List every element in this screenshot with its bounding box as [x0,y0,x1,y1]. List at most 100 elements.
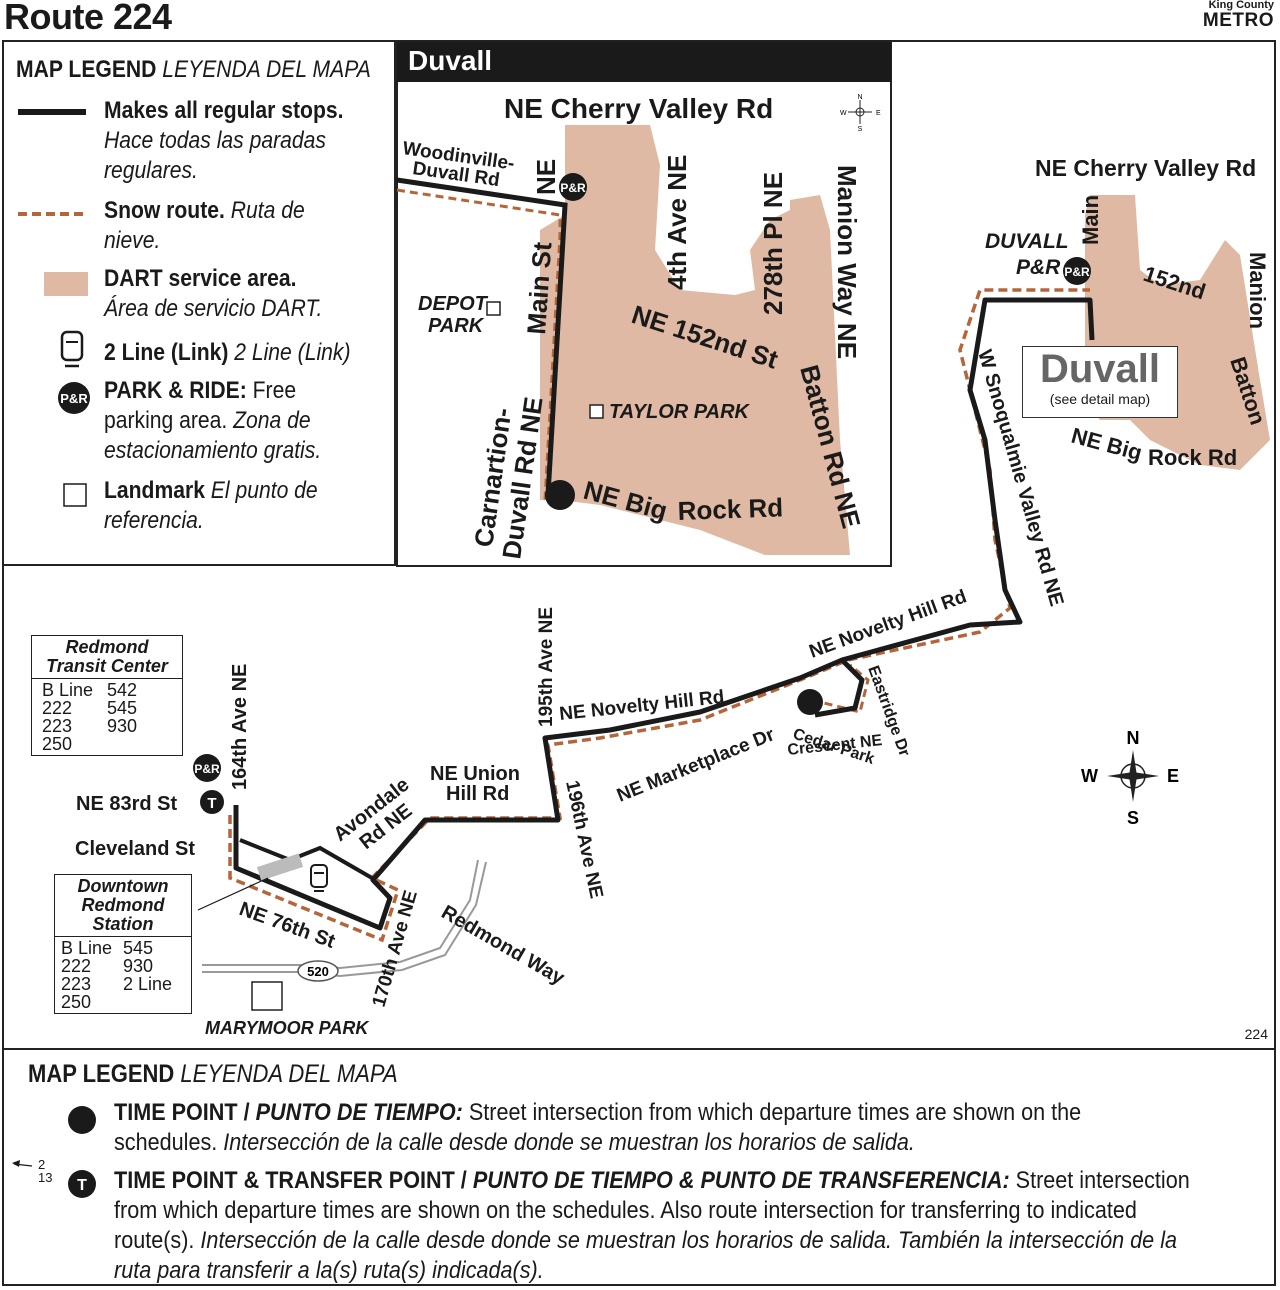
street-195th: 195th Ave NE [536,607,557,727]
duvall-box-subtitle: (see detail map) [1049,391,1151,407]
route-line [233,297,1095,931]
rtc-route: 222 [42,698,73,718]
legend-landmark-es-2: referencia. [104,507,204,534]
tt-title-es: PUNTO DE TIEMPO & PUNTO DE TRANSFERENCIA… [472,1167,1010,1194]
drs-route: 250 [61,992,92,1012]
tp-title-es: PUNTO DE TIEMPO: [255,1099,463,1126]
street-manion: Manion [1245,252,1270,329]
legend-landmark-en: Landmark [104,477,205,504]
drs-routes: B Line 545 222 930 223 2 Line 250 [55,937,191,1013]
rtc-title-2: Transit Center [46,656,168,676]
legend-pr-es-2: estacionamiento gratis. [104,437,322,464]
legend-snow-es-2: nieve. [104,227,161,254]
tt-text: Street intersection [1015,1167,1190,1194]
street-ne83: NE 83rd St [76,793,177,815]
inset-depot-label-1: DEPOT [418,293,489,315]
legend-train-icon [60,330,84,368]
inset-street-main: Main St [521,241,557,336]
inset-snow-route [396,188,562,501]
depot-park-landmark-icon [486,301,501,316]
inset-time-point-icon [545,480,575,510]
duvall-pr-text-2: P&R [1016,256,1061,279]
logo-bottom: METRO [1202,10,1274,31]
rtc-route: 542 [107,680,138,700]
legend-regular-es-1: Hace todas las paradas [104,127,326,154]
drs-title-1: Downtown [77,876,169,896]
rtc-route: 545 [107,698,138,718]
drs-route: 2 Line [123,974,173,994]
dart-service-area [1085,195,1270,470]
legend-landmark-es-1: El punto de [210,477,318,504]
legend-dart-en: DART service area. [104,265,297,292]
street-cleveland: Cleveland St [75,838,195,860]
inset-street-manion: Manion Way NE [832,165,862,359]
transfer-point-icon [200,790,224,814]
tt-text-4-es: ruta para transferir a la(s) ruta(s) ind… [114,1257,544,1284]
legend-pr-en-2: Free [252,377,297,404]
legend-symbols: P&R [18,109,90,507]
legend-transfer-point-icon [68,1170,96,1198]
redmond-transit-center-box: Redmond Transit Center B Line 542 222 54… [31,635,183,756]
legend-transfer-point: TIME POINT & TRANSFER POINT / PUNTO DE T… [114,1166,1230,1286]
hwy-520-label: 520 [307,964,329,979]
redmond-pr-label: P&R [194,762,220,776]
inset-route-line [396,177,568,496]
legend-heading-en: MAP LEGEND [16,56,157,83]
street-cherry: NE Cherry Valley Rd [1035,155,1256,181]
legend-dart-area-icon [44,272,88,296]
downtown-redmond-station-box: Downtown Redmond Station B Line 545 222 … [54,874,192,1014]
example-route-2: 13 [38,1170,53,1185]
street-union-2: Hill Rd [446,783,509,805]
logo-top: King County [1208,0,1274,11]
legend-snow-es-1: Ruta de [230,197,305,224]
street-164th: 164th Ave NE [229,664,251,790]
drs-title-2: Redmond [81,895,165,915]
duvall-detail-box[interactable]: Duvall (see detail map) [1022,346,1178,418]
legend-pr-line2: parking area. [104,407,228,434]
inset-title: Duvall [408,45,492,76]
inset-compass-n: N [857,94,862,101]
inset-street-bigrock-2: Rock Rd [677,492,783,526]
street-170th: 170th Ave NE [369,888,422,1009]
tp-title: TIME POINT / [114,1099,250,1126]
legend-regular-en: Makes all regular stops. [104,97,344,124]
redmond-pr-icon [193,754,221,782]
compass-n: N [1127,728,1140,748]
inset-taylor-label: TAYLOR PARK [609,401,751,423]
legend-pr-text: P&R [60,391,88,406]
rtc-title-1: Redmond [65,637,149,657]
street-redmond-way: Redmond Way [438,901,569,990]
light-rail-icon [310,864,328,892]
compass-w: W [1081,766,1098,786]
legend-snow-en: Snow route. [104,197,225,224]
duvall-pr-label: P&R [1064,265,1090,279]
rtc-route [107,735,172,753]
rtc-route: 250 [42,734,73,754]
map-number: 224 [1244,1026,1268,1042]
street-union-1: NE Union [430,763,520,785]
drs-route: 545 [123,938,154,958]
legend-time-point: TIME POINT / PUNTO DE TIEMPO: Street int… [114,1098,1230,1158]
rtc-route: B Line [42,680,94,700]
legend-pr-es-1: Zona de [233,407,311,434]
inset-title-bar [397,42,891,82]
legend-regular-es-2: regulares. [104,157,198,184]
bottom-legend-heading-en: MAP LEGEND [28,1060,175,1088]
main-compass-icon: N S E W [1081,728,1179,828]
street-marketplace: NE Marketplace Dr [614,724,778,807]
street-bigrock-2: Rock Rd [1148,445,1237,470]
drs-route [123,993,185,1011]
legend-transfer-t: T [77,1177,87,1194]
inset-compass-e: E [876,110,881,117]
time-point-icon [797,689,823,715]
drs-route: 930 [123,956,154,976]
compass-s: S [1127,808,1139,828]
transfer-point-t: T [207,795,216,812]
legend-pr-en: PARK & RIDE: [104,377,247,404]
street-bigrock-1: NE Big [1069,423,1145,466]
duvall-inset: Duvall P&R N S E W NE Cherry Valley Rd W… [396,41,892,567]
example-route-1: 2 [38,1157,46,1172]
tt-text-3-es: Intersección de la calle desde donde se … [200,1227,1178,1254]
inset-street-4th: 4th Ave NE [662,155,692,290]
redmond-station-platform [256,853,304,881]
